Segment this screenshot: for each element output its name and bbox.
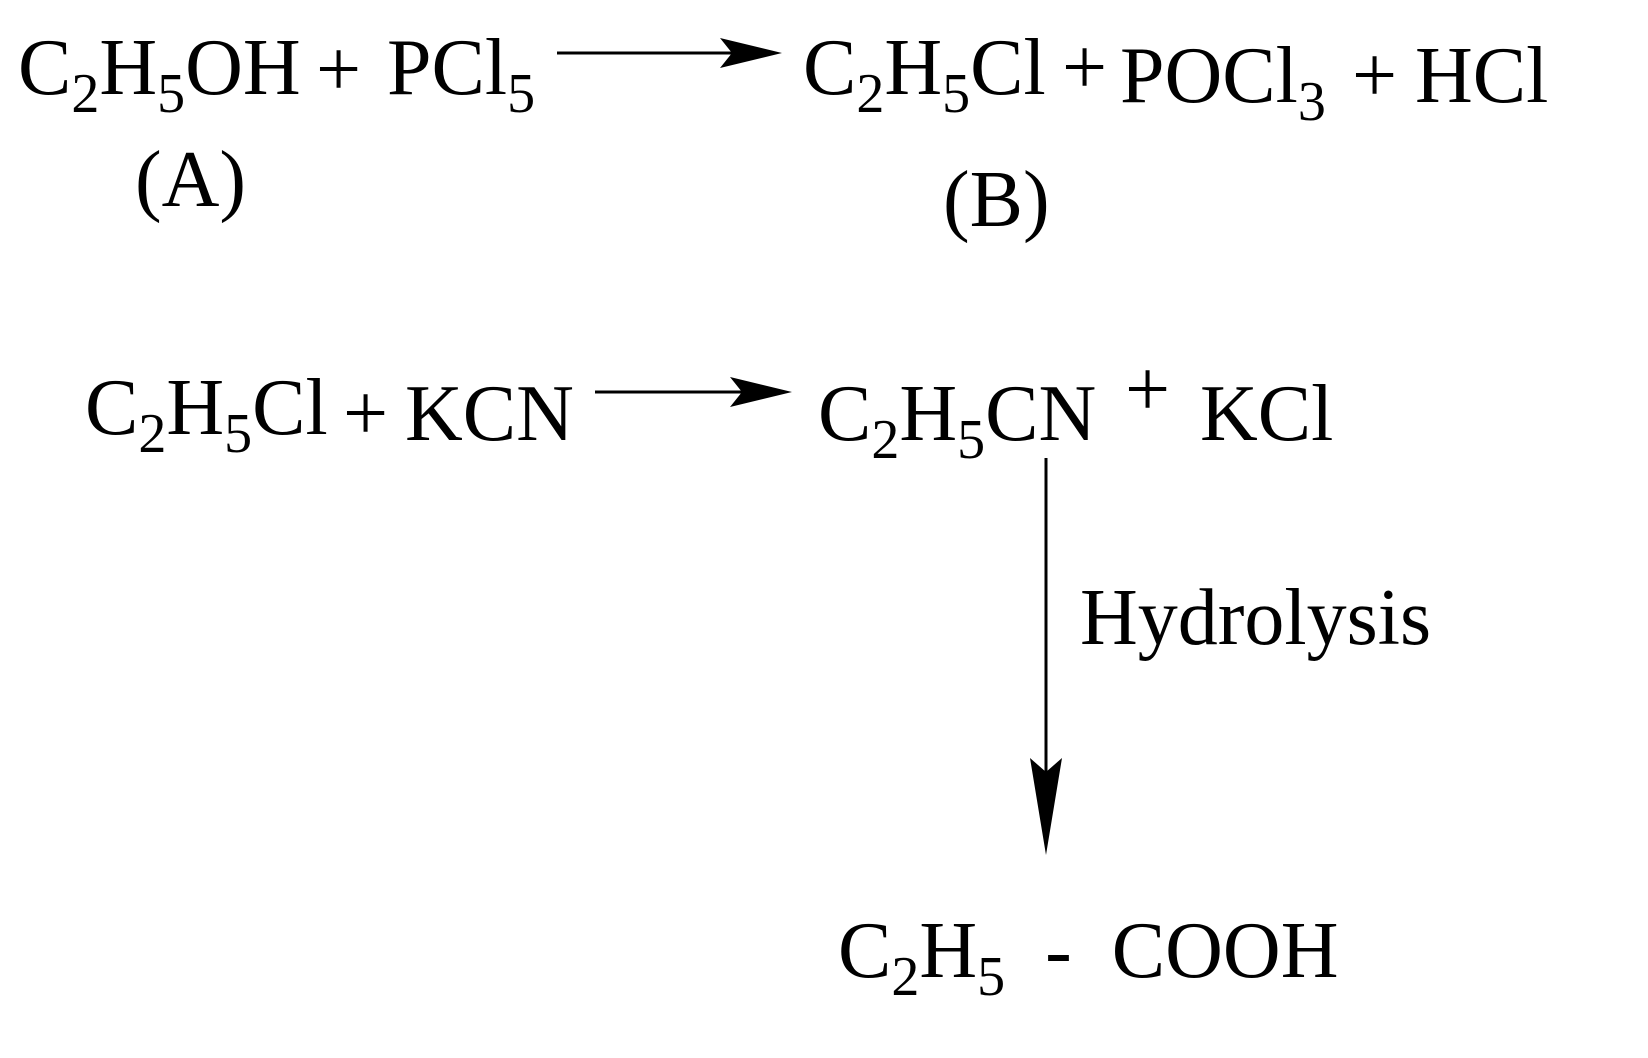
formula-part: H (884, 24, 943, 112)
formula-subscript: 5 (957, 408, 986, 471)
formula-subscript: 2 (71, 62, 100, 125)
formula-part: C (803, 24, 857, 112)
formula-part: CN (985, 370, 1097, 458)
chloroethane-formula: C2H5Cl (803, 28, 1046, 122)
formula-part: POCl (1120, 32, 1298, 120)
formula-subscript: 5 (507, 62, 536, 125)
formula-part: C (838, 907, 892, 995)
formula-part: - COOH (1005, 907, 1339, 995)
formula-part: H (99, 24, 158, 112)
formula-part: PCl (387, 24, 508, 112)
formula-subscript: 2 (891, 945, 920, 1008)
plus-sign: + (343, 370, 389, 458)
formula-subscript: 5 (942, 62, 971, 125)
propanoic-acid-formula: C2H5 - COOH (838, 911, 1338, 1005)
formula-part: H (919, 907, 978, 995)
hydrolysis-arrow (1030, 458, 1062, 855)
formula-part: H (166, 364, 225, 452)
plus-sign: + (316, 26, 362, 114)
pocl3-formula: POCl3 (1120, 36, 1326, 130)
plus-sign: + (1062, 24, 1108, 112)
kcl-formula: KCl (1200, 374, 1333, 454)
reaction1-arrow (557, 38, 782, 68)
plus-sign: + (1352, 32, 1398, 120)
pcl5-formula: PCl5 (387, 28, 535, 122)
label-a: (A) (135, 136, 247, 224)
formula-part: KCN (405, 370, 574, 458)
hcl-formula: HCl (1415, 36, 1548, 116)
formula-subscript: 3 (1297, 70, 1326, 133)
reaction2-arrow (595, 377, 792, 407)
propanenitrile-formula: C2H5CN (818, 374, 1096, 468)
formula-subscript: 5 (977, 945, 1006, 1008)
formula-part: OH (185, 24, 301, 112)
chloroethane-formula: C2H5Cl (85, 368, 328, 462)
formula-subscript: 2 (856, 62, 885, 125)
plus-sign: + (1125, 346, 1171, 434)
kcn-formula: KCN (405, 374, 574, 454)
formula-subscript: 5 (224, 402, 253, 465)
ethanol-formula: C2H5OH (18, 28, 301, 122)
formula-subscript: 2 (138, 402, 167, 465)
formula-part: Cl (970, 24, 1046, 112)
label-b: (B) (943, 156, 1050, 244)
formula-subscript: 2 (871, 408, 900, 471)
formula-subscript: 5 (157, 62, 186, 125)
formula-part: HCl (1415, 32, 1549, 120)
formula-part: C (18, 24, 72, 112)
formula-part: H (899, 370, 958, 458)
hydrolysis-label: Hydrolysis (1080, 574, 1432, 662)
formula-part: KCl (1200, 370, 1334, 458)
formula-part: Cl (252, 364, 328, 452)
formula-part: C (818, 370, 872, 458)
formula-part: C (85, 364, 139, 452)
